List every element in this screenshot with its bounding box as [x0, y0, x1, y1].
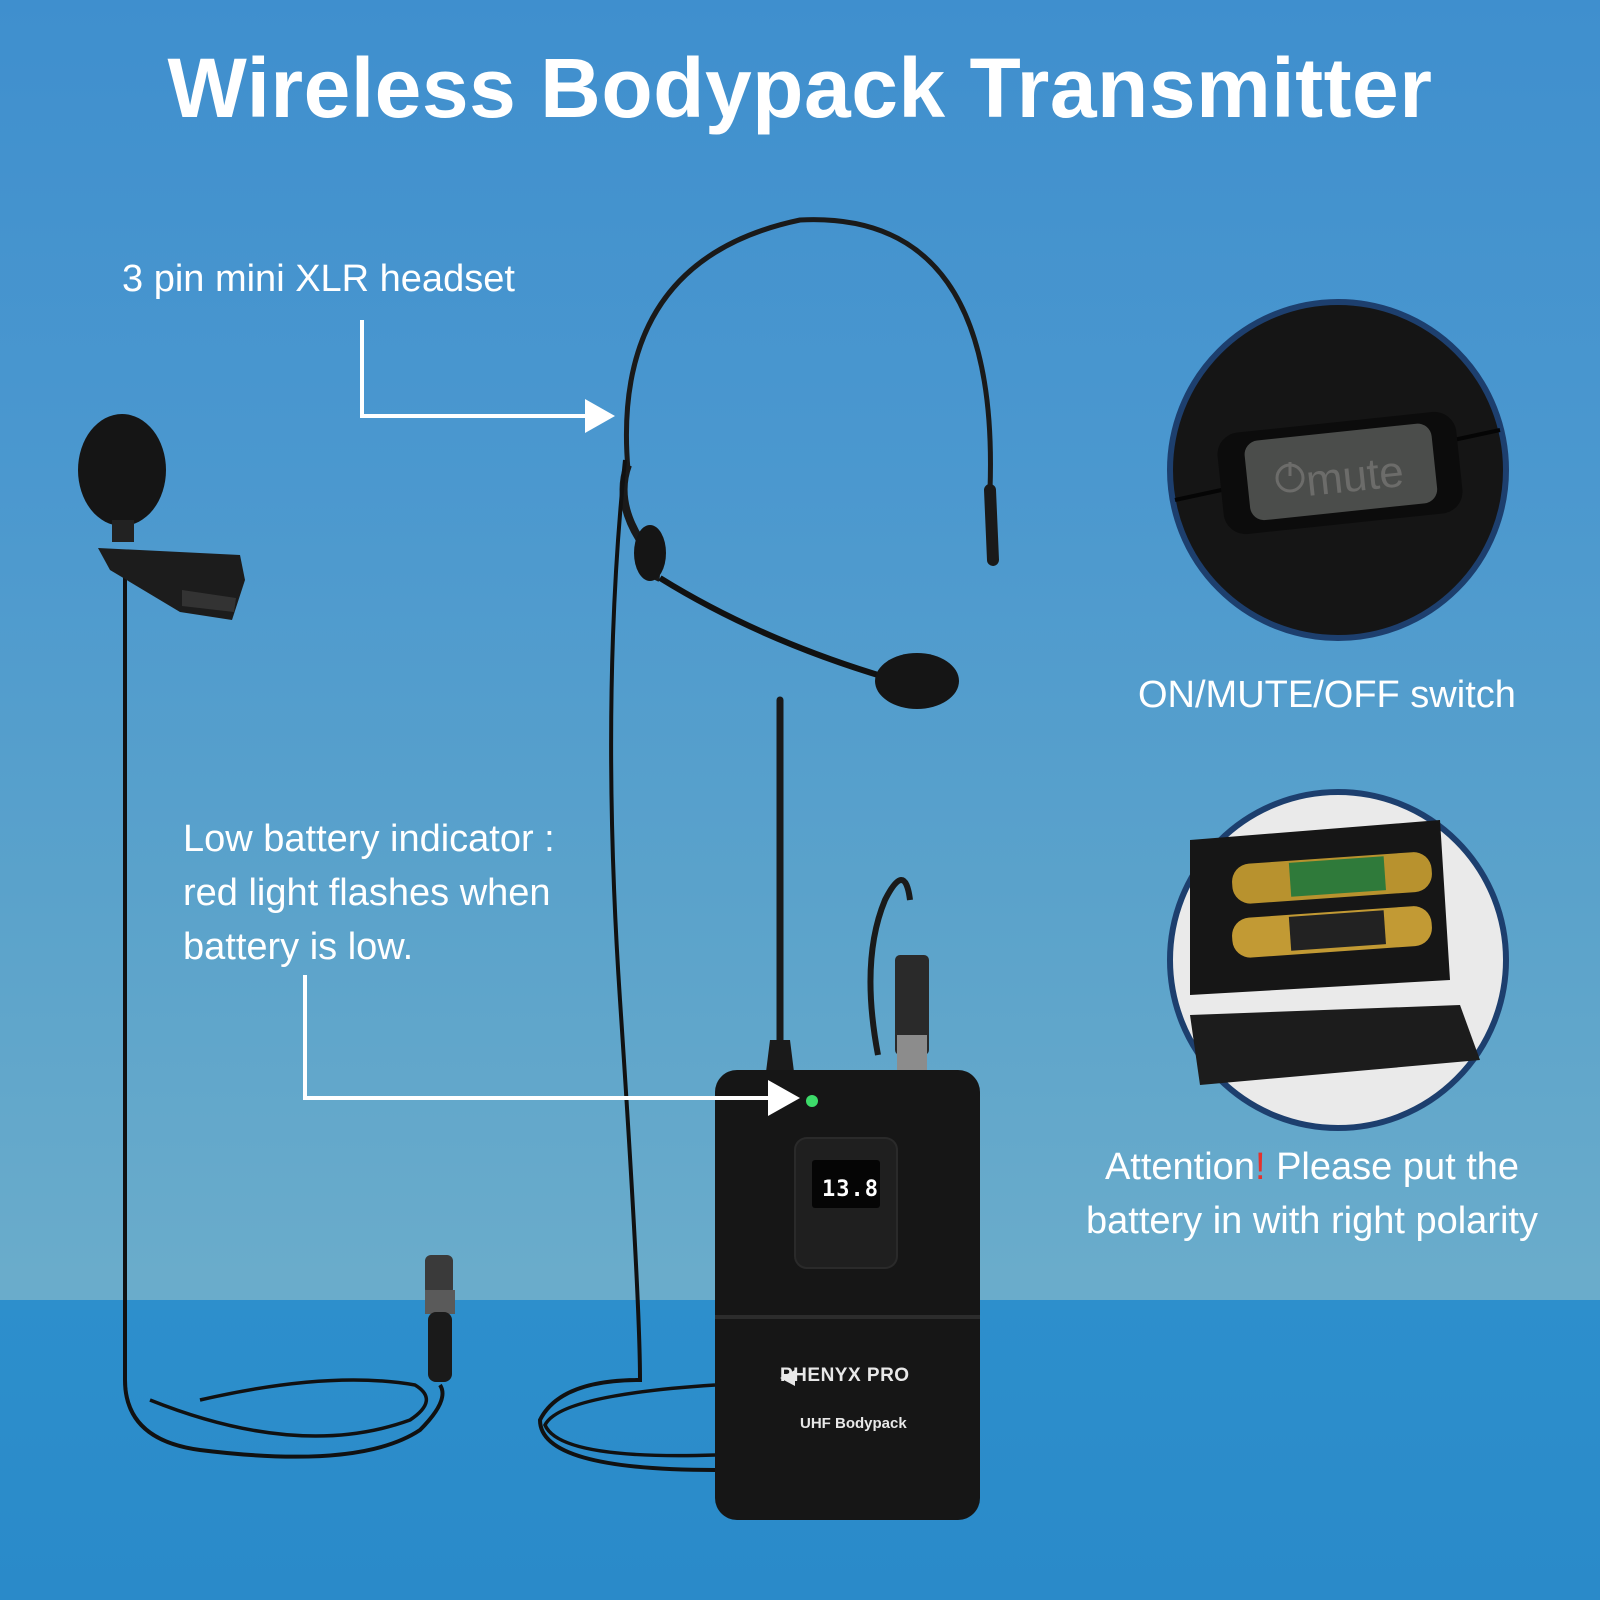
- attention-callout-line2: battery in with right polarity: [1086, 1200, 1538, 1242]
- model-label: UHF Bodypack: [800, 1415, 907, 1432]
- low-battery-led: [806, 1095, 818, 1107]
- lavalier-windscreen: [78, 414, 166, 526]
- attention-callout-line1: Attention! Please put the: [1052, 1140, 1572, 1194]
- battery-callout: Low battery indicator : red light flashe…: [183, 812, 603, 974]
- attention-callout: Attention! Please put the battery in wit…: [1052, 1140, 1572, 1248]
- bodypack-body: [715, 1070, 980, 1520]
- headset-boom: [658, 575, 889, 681]
- headset-arrow-line: [360, 320, 590, 418]
- lcd-channel-readout: 13.8: [822, 1177, 879, 1202]
- attention-word: Attention: [1104, 1146, 1255, 1188]
- headset-callout: 3 pin mini XLR headset: [122, 258, 515, 300]
- battery-arrow-line: [303, 975, 770, 1100]
- brand-label: PHENYX PRO: [780, 1365, 910, 1386]
- mute-button: [1244, 423, 1438, 521]
- battery-callout-line2: red light flashes when: [183, 872, 551, 914]
- page-title: Wireless Bodypack Transmitter: [167, 41, 1433, 135]
- mute-button-label: mute: [1303, 447, 1407, 506]
- headset-ear-hook: [634, 525, 666, 581]
- lavalier-clip-grip: [182, 590, 236, 612]
- lavalier-cable-loop: [149, 1378, 428, 1438]
- battery-callout-line1: Low battery indicator :: [183, 818, 555, 860]
- bodypack-lcd: [812, 1160, 880, 1208]
- lavalier-cable: [123, 570, 445, 1459]
- headset-arrowhead: [585, 399, 615, 433]
- bodypack-xlr-plug: [895, 955, 929, 1055]
- headset-windscreen: [875, 653, 959, 709]
- lavalier-capsule: [112, 520, 134, 542]
- headset-band: [623, 217, 993, 491]
- brand-logo-icon: [780, 1370, 795, 1386]
- switch-callout: ON/MUTE/OFF switch: [1138, 674, 1516, 716]
- attention-mark: !: [1254, 1146, 1266, 1188]
- battery-callout-line3: battery is low.: [183, 926, 414, 968]
- mini-xlr-connector: [425, 1255, 453, 1295]
- headset-cable: [537, 459, 716, 1472]
- attention-rest: Please put the: [1265, 1146, 1520, 1188]
- battery-arrowhead: [768, 1080, 800, 1116]
